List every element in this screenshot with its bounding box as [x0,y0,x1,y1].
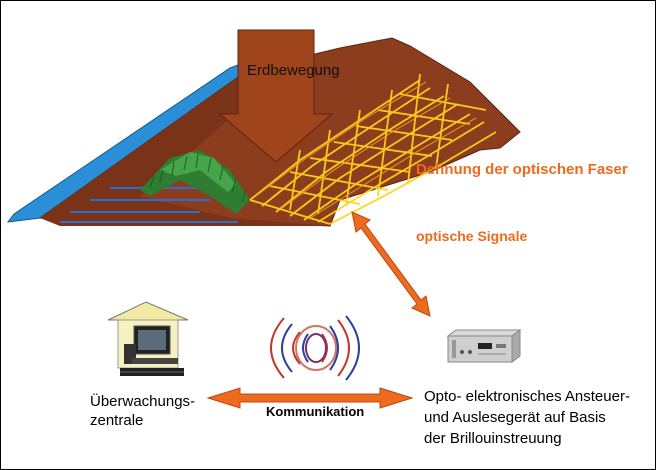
erdbewegung-arrow [218,29,334,163]
geraet-line3: der Brillouinstreuung [424,430,562,447]
zentrale-label: Überwachungs- zentrale [90,392,195,430]
grass-strip [140,150,250,214]
geraet-line1: Opto- elektronisches Ansteuer- [424,388,630,405]
kommunikation-arrow [206,387,414,409]
geraet-line2: und Auslesegerät auf Basis [424,409,606,426]
radio-waves-icon [270,315,360,381]
erdbewegung-label: Erdbewegung [247,62,340,79]
fiber-grid-orange [255,81,477,219]
computer-house-icon [107,301,189,376]
zentrale-line2: zentrale [90,412,144,429]
signale-label: optische Signale [416,228,528,244]
signal-arrow [351,211,431,317]
geraet-label: Opto- elektronisches Ansteuer- und Ausle… [424,386,630,449]
kommunikation-label: Kommunikation [266,404,365,419]
zentrale-line1: Überwachungs- [90,393,196,410]
rack-device-icon [446,329,522,363]
fiber-grid [249,73,497,225]
dehnung-label: Dehnung der optischen Faser [416,161,628,178]
